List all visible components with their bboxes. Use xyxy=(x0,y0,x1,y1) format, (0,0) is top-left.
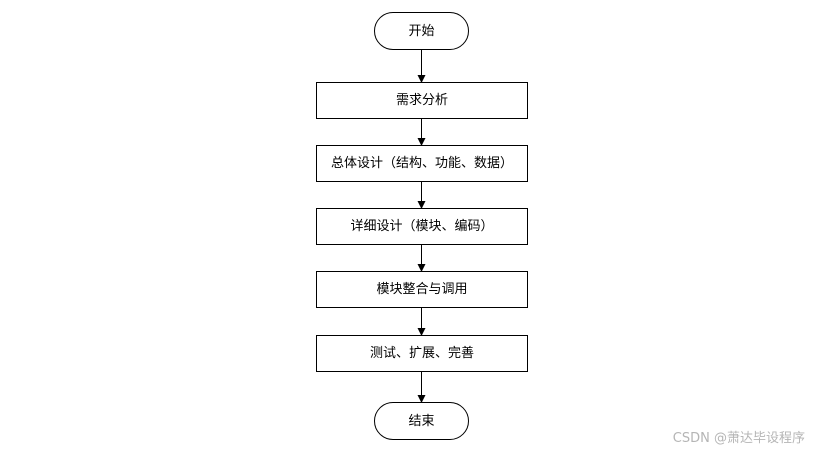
process-label: 需求分析 xyxy=(395,93,448,108)
process-module-integration: 模块整合与调用 xyxy=(316,271,528,308)
process-label: 模块整合与调用 xyxy=(376,282,468,297)
start-label: 开始 xyxy=(408,23,435,39)
end-terminal: 结束 xyxy=(374,402,469,440)
process-detailed-design: 详细设计（模块、编码） xyxy=(316,208,528,245)
process-label: 总体设计（结构、功能、数据） xyxy=(330,156,513,171)
process-requirements-analysis: 需求分析 xyxy=(316,82,528,119)
csdn-watermark: CSDN @萧达毕设程序 xyxy=(672,431,805,446)
start-terminal: 开始 xyxy=(374,12,469,50)
process-overall-design: 总体设计（结构、功能、数据） xyxy=(316,145,528,182)
process-label: 详细设计（模块、编码） xyxy=(350,219,494,234)
end-label: 结束 xyxy=(408,413,435,429)
process-testing: 测试、扩展、完善 xyxy=(316,335,528,372)
process-label: 测试、扩展、完善 xyxy=(369,346,474,361)
